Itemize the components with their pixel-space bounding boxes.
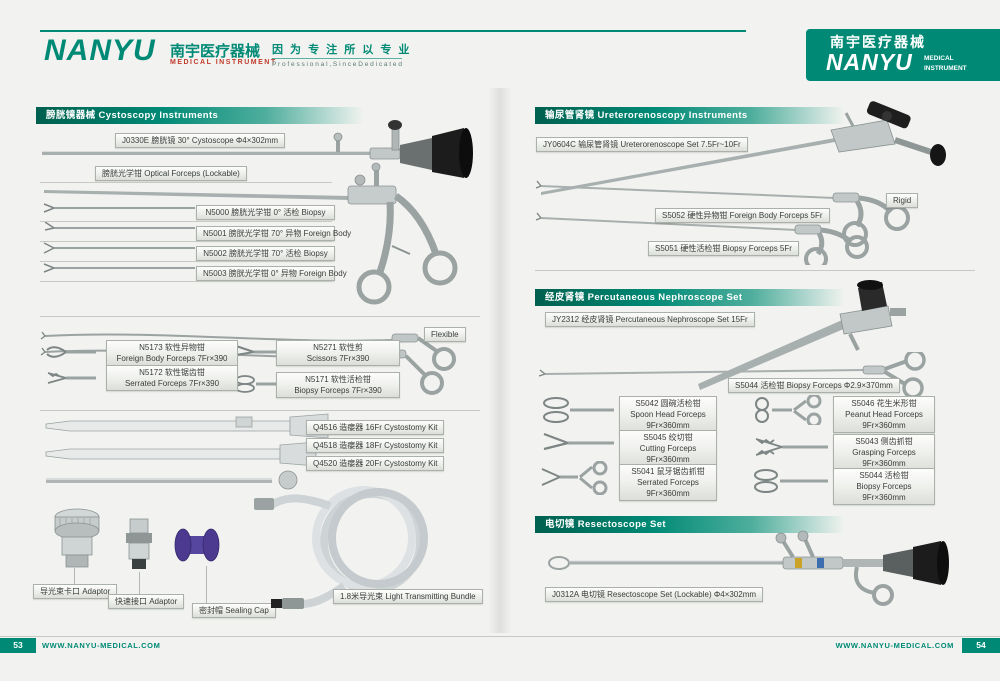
product-label-s5046: S5046 花生米形钳 Peanut Head Forceps 9Fr×360m… [833, 396, 935, 433]
product-label-n5003: N5003 膀胱光学钳 0° 异物 Foreign Body [196, 266, 347, 281]
label-light-guide-adaptor: 导光束卡口 Adaptor [33, 584, 118, 599]
divider [40, 261, 332, 262]
product-label-n5001: N5001 膀胱光学钳 70° 异物 Foreign Body [196, 226, 351, 241]
product-label-j0312a: J0312A 电切镜 Resectoscope Set (Lockable) Φ… [545, 587, 764, 602]
brand-block: 南宇医疗器械 NANYU MEDICAL INSTRUMENT [806, 29, 1000, 81]
center-fold-shadow [488, 88, 512, 633]
brand-chinese: 南宇医疗器械 [830, 34, 926, 50]
optical-forceps-image [44, 162, 458, 305]
product-label-q4520: Q4520 造瘘器 20Fr Cystostomy Kit [306, 456, 445, 471]
cystoscope-image [42, 120, 473, 178]
product-label-n5172: N5172 软性锯齿钳 Serrated Forceps 7Fr×390 [106, 365, 238, 391]
product-label-s5052: S5052 硬性异物钳 Foreign Body Forceps 5Fr [655, 208, 830, 223]
product-label-jy2312: JY2312 经皮肾镜 Percutaneous Nephroscope Set… [545, 312, 755, 327]
page-number-left: 53 [0, 638, 36, 653]
leader-line [206, 566, 207, 603]
resectoscope-image [548, 530, 949, 606]
tag-flexible: Flexible [424, 327, 466, 342]
sealing-cap-image [174, 528, 220, 562]
product-label-q4518: Q4518 造瘘器 18Fr Cystostomy Kit [306, 438, 445, 453]
product-label-s5042: S5042 圆碗活检钳 Spoon Head Forceps 9Fr×360mm [619, 396, 717, 433]
section-banner-cystoscopy: 膀胱镜器械 Cystoscopy Instruments [36, 107, 364, 124]
page-number-right: 54 [962, 638, 1000, 653]
product-label-n5000: N5000 膀胱光学钳 0° 活检 Biopsy [196, 205, 335, 220]
brand-sub-line2: INSTRUMENT [924, 65, 967, 72]
serrated-tip-icon [47, 372, 96, 384]
product-label-n5171: N5171 软性活检钳 Biopsy Forceps 7Fr×390 [276, 372, 400, 398]
foreign-body-rod-image-1 [44, 221, 195, 231]
product-label-s5044-long: S5044 活检钳 Biopsy Forceps Φ2.9×370mm [728, 378, 900, 393]
foreign-body-tip-icon [46, 346, 96, 358]
tag-rigid: Rigid [886, 193, 919, 208]
section-banner-nephro: 经皮肾镜 Percutaneous Nephroscope Set [535, 289, 845, 306]
product-label-s5051: S5051 硬性活检钳 Biopsy Forceps 5Fr [648, 241, 799, 256]
quick-connect-adaptor-image [126, 518, 152, 569]
product-label-q4516: Q4516 造瘘器 16Fr Cystostomy Kit [306, 420, 445, 435]
divider [40, 221, 332, 222]
product-label-j0330e: J0330E 膀胱镜 30° Cystoscope Φ4×302mm [115, 133, 286, 148]
grasping-forceps-tip-icon [755, 438, 828, 456]
header-rule [40, 30, 746, 32]
brand-sub-line1: MEDICAL [924, 55, 954, 62]
leader-line [139, 572, 140, 594]
product-label-s5044-grid: S5044 活检钳 Biopsy Forceps 9Fr×360mm [833, 468, 935, 505]
product-label-n5002: N5002 膀胱光学钳 70° 活检 Biopsy [196, 246, 335, 261]
light-bundle-image [254, 486, 428, 609]
logo-subtitle: MEDICAL INSTRUMENT [170, 59, 277, 66]
slogan-chinese: 因 为 专 注 所 以 专 业 [272, 44, 412, 56]
product-label-jy0604c: JY0604C 输尿管肾镜 Ureterorenoscope Set 7.5Fr… [536, 137, 748, 152]
biopsy-rod-image-1 [43, 203, 195, 213]
product-label-s5041: S5041 鼠牙锯齿抓钳 Serrated Forceps 9Fr×360mm [619, 464, 717, 501]
biopsy-rod-image-2 [43, 242, 195, 254]
footer-site-left: WWW.NANYU-MEDICAL.COM [42, 641, 161, 650]
leader-line [74, 568, 75, 584]
product-label-optical-forceps: 膀胱光学钳 Optical Forceps (Lockable) [95, 166, 247, 181]
cutting-forceps-tip-icon [543, 432, 614, 451]
divider [40, 241, 332, 242]
footer-site-right: WWW.NANYU-MEDICAL.COM [835, 641, 954, 650]
footer-rule [0, 636, 1000, 637]
peanut-forceps-image [755, 395, 822, 425]
label-light-bundle: 1.8米导光束 Light Transmitting Bundle [333, 589, 483, 604]
biopsy-forceps-tip-icon [754, 469, 828, 493]
foreign-body-rod-image-2 [43, 263, 195, 273]
label-quick-connect-adaptor: 快速接口 Adaptor [108, 594, 185, 609]
section-banner-uretero: 输尿管肾镜 Ureterorenoscopy Instruments [535, 107, 845, 124]
ureteroscope-image [541, 101, 946, 195]
brand-name: NANYU [826, 49, 913, 75]
label-sealing-cap: 密封帽 Sealing Cap [192, 603, 276, 618]
logo-chinese: 南宇医疗器械 [170, 43, 261, 60]
divider [535, 270, 975, 271]
spoon-forceps-tip-icon [543, 397, 614, 423]
light-guide-adaptor-image [54, 508, 100, 568]
serrated-forceps-image [541, 461, 608, 495]
divider [40, 316, 480, 317]
slogan-english: P r o f e s s i o n a l , S i n c e D e … [272, 58, 402, 68]
product-label-s5043: S5043 侧齿抓钳 Grasping Forceps 9Fr×360mm [833, 434, 935, 471]
divider [40, 281, 332, 282]
logo-nanyu: NANYU [44, 34, 156, 67]
section-banner-resecto: 电切镜 Resectoscope Set [535, 516, 845, 533]
product-label-n5271: N5271 软性剪 Scissors 7Fr×390 [276, 340, 400, 366]
divider [40, 182, 332, 183]
product-label-n5173: N5173 软性异物钳 Foreign Body Forceps 7Fr×390 [106, 340, 238, 366]
divider [40, 410, 480, 411]
product-label-s5045: S5045 绞切钳 Cutting Forceps 9Fr×360mm [619, 430, 717, 467]
